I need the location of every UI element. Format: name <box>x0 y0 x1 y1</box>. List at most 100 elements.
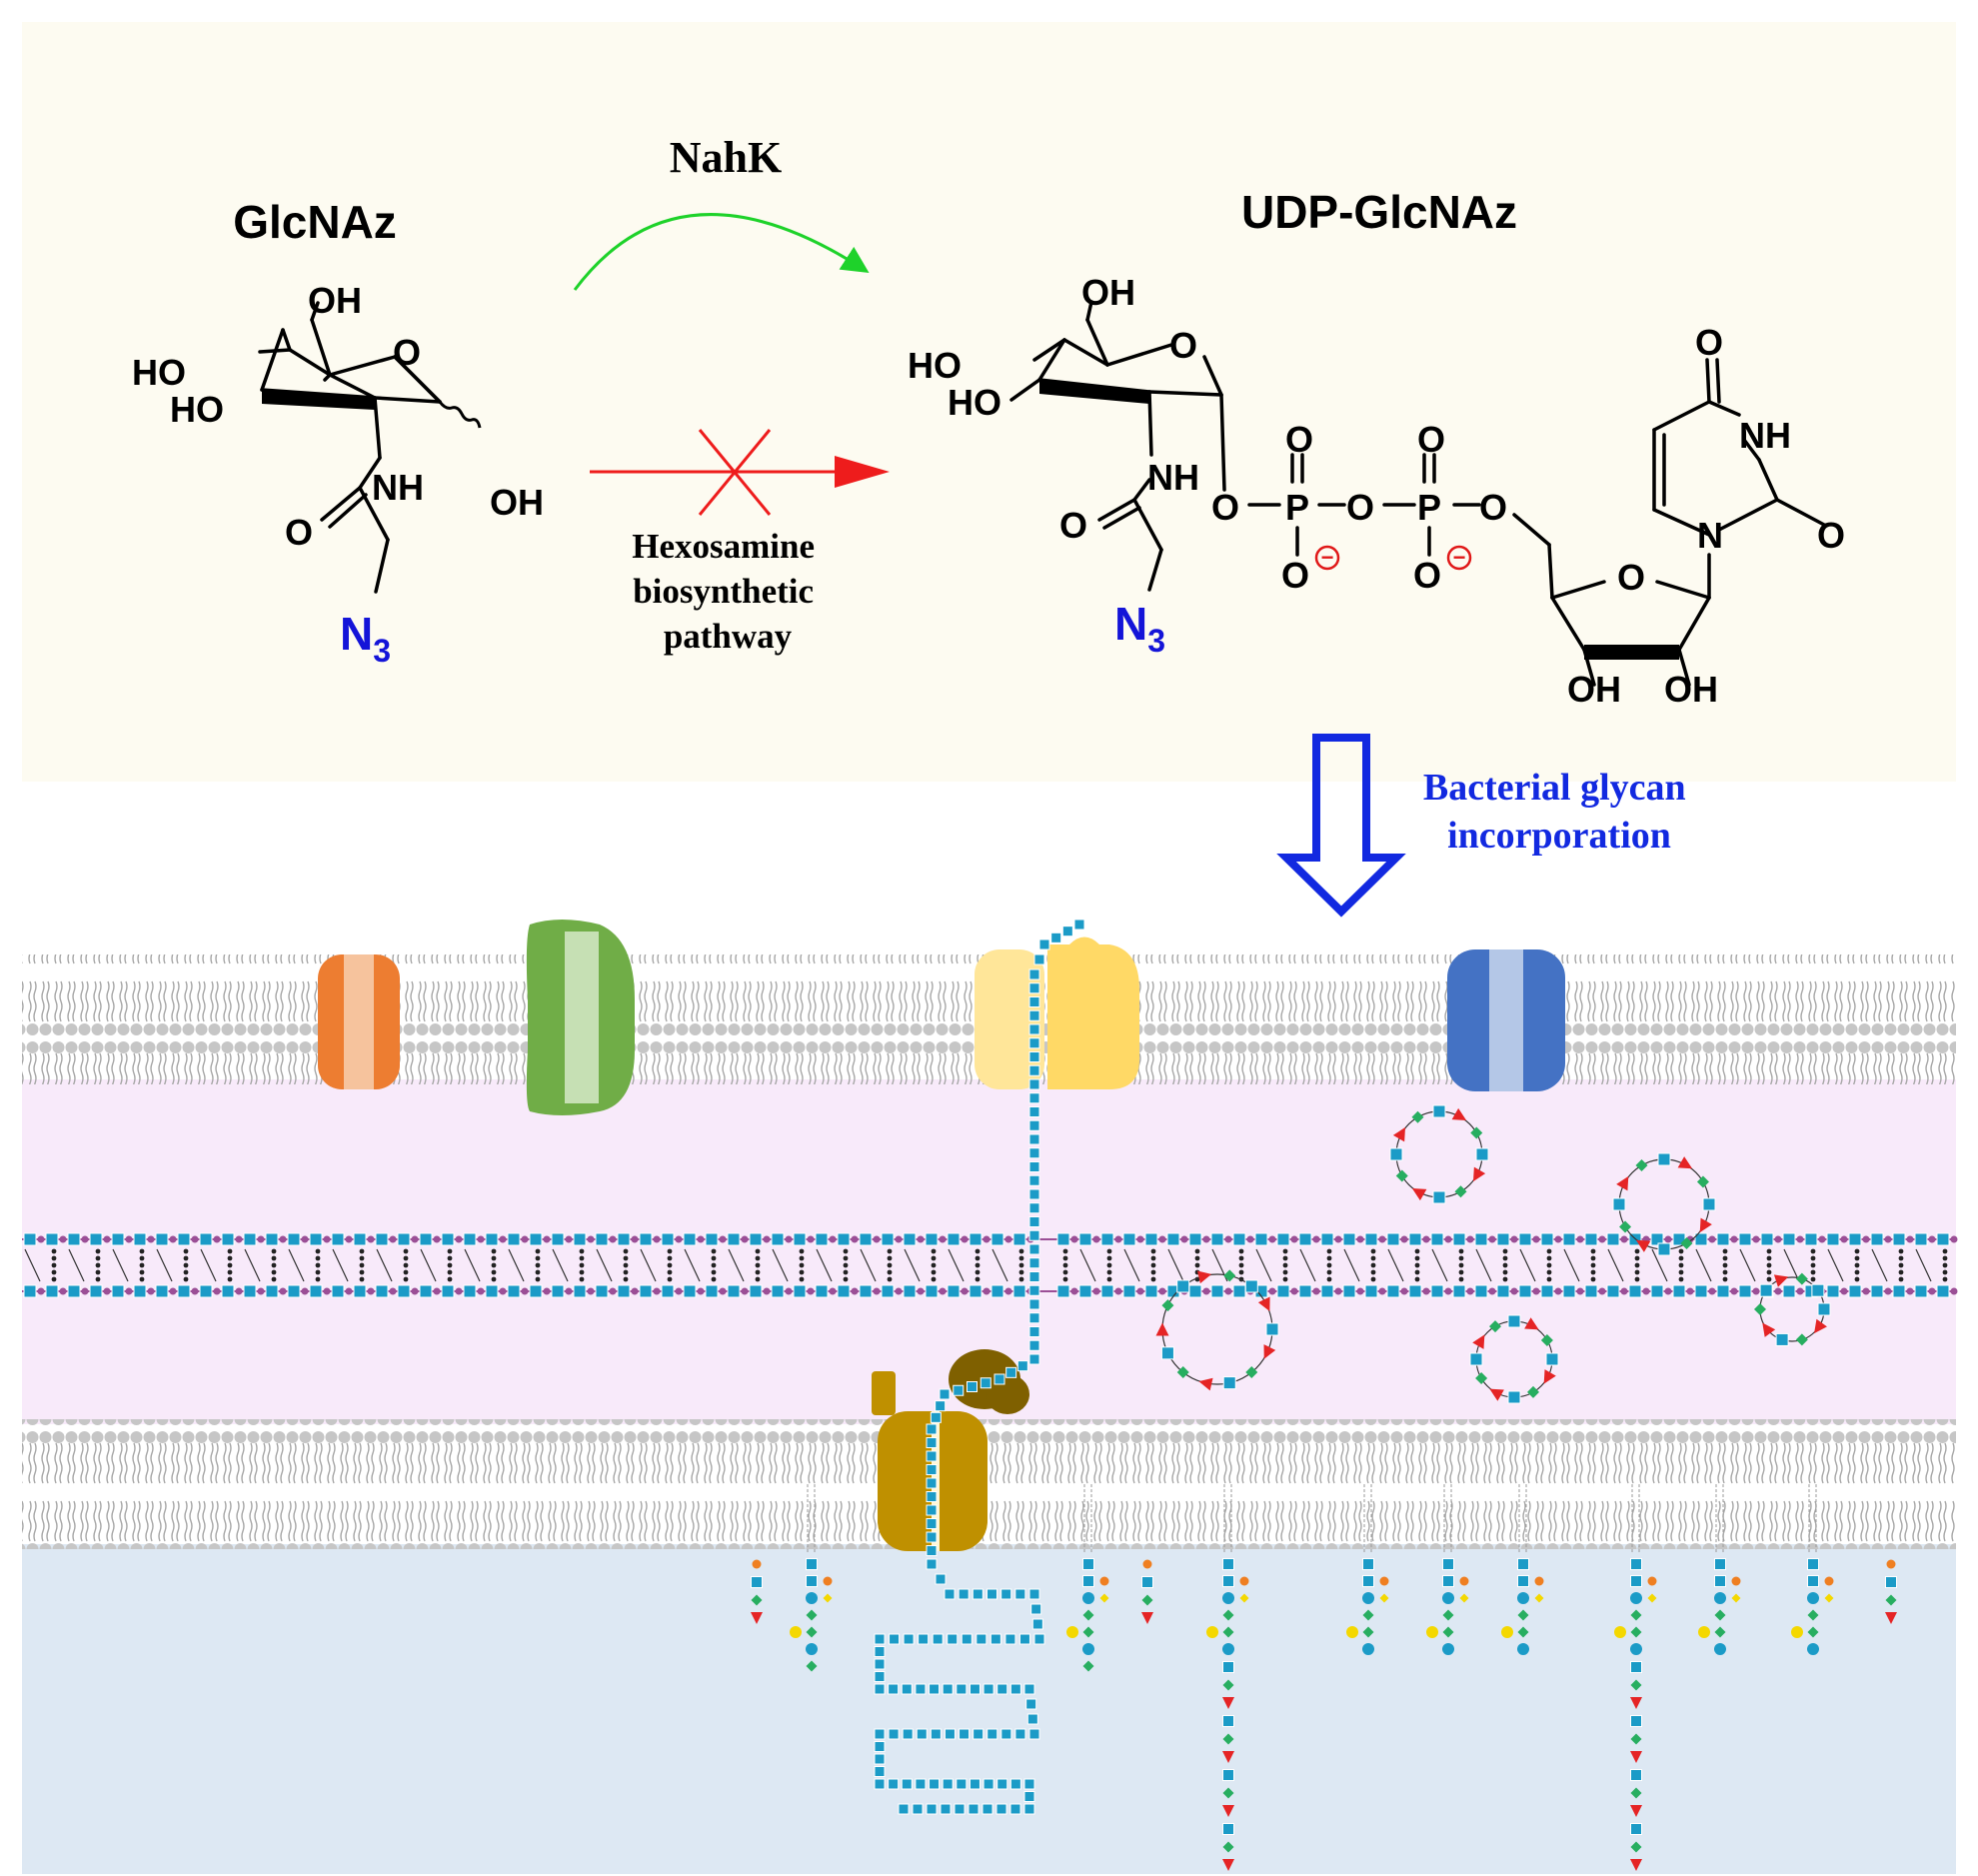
glycan-tree <box>1501 1484 1544 1655</box>
svg-text:O: O <box>1059 505 1087 546</box>
negative-charge-1 <box>1314 545 1340 571</box>
polypeptide-residue <box>1028 1106 1040 1117</box>
pg-square <box>947 1284 961 1298</box>
pg-square <box>1694 1232 1708 1246</box>
peptide-dot <box>667 1255 673 1261</box>
peptide-dot <box>183 1255 189 1261</box>
glcnac-square <box>1517 1558 1529 1570</box>
pg-dot <box>1576 1287 1584 1295</box>
pg-square <box>199 1284 213 1298</box>
pg-square <box>309 1284 323 1298</box>
svg-text:OH: OH <box>308 280 362 321</box>
peptide-dot <box>1502 1269 1508 1275</box>
svg-text:NH: NH <box>1739 415 1791 456</box>
fucose-triangle <box>1630 1751 1642 1763</box>
polypeptide-residue <box>874 1646 886 1657</box>
fucose-triangle <box>1635 1239 1651 1252</box>
polypeptide-residue <box>1028 996 1040 1007</box>
polypeptide-residue <box>902 1728 914 1740</box>
glcnac-square <box>1807 1558 1819 1570</box>
polypeptide-residue <box>1028 1092 1040 1104</box>
pg-square <box>771 1232 785 1246</box>
pg-square <box>749 1284 763 1298</box>
polypeptide-residue <box>874 1753 886 1765</box>
polypeptide-residue <box>983 1683 994 1695</box>
peptide-dot <box>315 1262 321 1268</box>
peptide-dot <box>623 1269 629 1275</box>
sugar-diamond <box>1731 1593 1741 1603</box>
pg-square <box>617 1284 631 1298</box>
pg-square <box>199 1232 213 1246</box>
pg-square <box>287 1284 301 1298</box>
pg-dot <box>1840 1287 1848 1295</box>
polypeptide-residue <box>926 1437 938 1448</box>
peptide-dot <box>887 1276 893 1282</box>
pg-square <box>990 1284 1004 1298</box>
incorporation-label: Bacterial glycan incorporation <box>1423 767 1695 857</box>
polypeptide-residue <box>959 1728 971 1740</box>
peptide-dot <box>799 1276 805 1282</box>
peptide-dot <box>1766 1248 1772 1254</box>
pg-square <box>1364 1232 1378 1246</box>
pg-dot <box>125 1287 133 1295</box>
pg-dot <box>1004 1235 1012 1243</box>
pg-dot <box>1180 1235 1188 1243</box>
glcnac-square <box>1176 1279 1190 1293</box>
pg-dot <box>785 1287 793 1295</box>
pg-dot <box>389 1235 397 1243</box>
peptide-dot <box>271 1255 277 1261</box>
peptide-dot <box>1326 1269 1332 1275</box>
svg-text:O: O <box>1413 555 1441 596</box>
polypeptide-residue <box>956 1683 968 1695</box>
sugar-diamond <box>1807 1626 1819 1638</box>
pg-square <box>661 1284 675 1298</box>
peptide-dot <box>139 1255 145 1261</box>
peptide-dot <box>1194 1248 1200 1254</box>
crosslink <box>552 1248 569 1282</box>
crosslink <box>640 1248 657 1282</box>
sugar-diamond <box>1141 1594 1153 1606</box>
pg-dot <box>1268 1235 1276 1243</box>
fucose-triangle <box>1814 1318 1827 1334</box>
pg-dot <box>59 1235 67 1243</box>
peptide-dot <box>1810 1262 1816 1268</box>
polypeptide-residue <box>926 1477 938 1489</box>
pg-dot <box>1466 1235 1474 1243</box>
pg-square <box>727 1232 741 1246</box>
pg-square <box>925 1232 939 1246</box>
pg-dot <box>763 1235 771 1243</box>
polypeptide-residue <box>1028 1243 1040 1255</box>
pg-dot <box>675 1235 683 1243</box>
polypeptide-residue <box>1038 938 1050 950</box>
pg-square <box>111 1232 125 1246</box>
peptide-dot <box>227 1269 233 1275</box>
polypeptide-residue <box>940 1803 952 1815</box>
pg-square <box>1254 1232 1268 1246</box>
polypeptide-residue <box>976 1633 988 1645</box>
polypeptide-residue <box>954 1803 966 1815</box>
pg-dot <box>631 1287 639 1295</box>
glycan-tree <box>1206 1484 1249 1871</box>
pg-square <box>1606 1232 1620 1246</box>
pg-square <box>1496 1232 1510 1246</box>
peptide-dot <box>975 1248 981 1254</box>
peptide-dot <box>227 1248 233 1254</box>
fucose-triangle <box>1762 1322 1776 1337</box>
sugar-diamond <box>1696 1175 1709 1188</box>
polypeptide-residue <box>1028 1326 1040 1337</box>
pg-square <box>463 1284 477 1298</box>
pg-dot <box>169 1235 177 1243</box>
pg-dot <box>1224 1235 1232 1243</box>
glcnac-square <box>1507 1390 1521 1404</box>
pg-square <box>111 1284 125 1298</box>
fucose-triangle <box>1885 1612 1897 1624</box>
peptide-dot <box>799 1262 805 1268</box>
crosslink <box>991 1248 1008 1282</box>
crosslink <box>376 1248 393 1282</box>
glcnac-square <box>1517 1575 1529 1587</box>
pg-square <box>177 1232 191 1246</box>
peptide-dot <box>271 1262 277 1268</box>
glycan-tree <box>1614 1484 1657 1871</box>
pg-square <box>727 1284 741 1298</box>
peptide-dot <box>1766 1269 1772 1275</box>
